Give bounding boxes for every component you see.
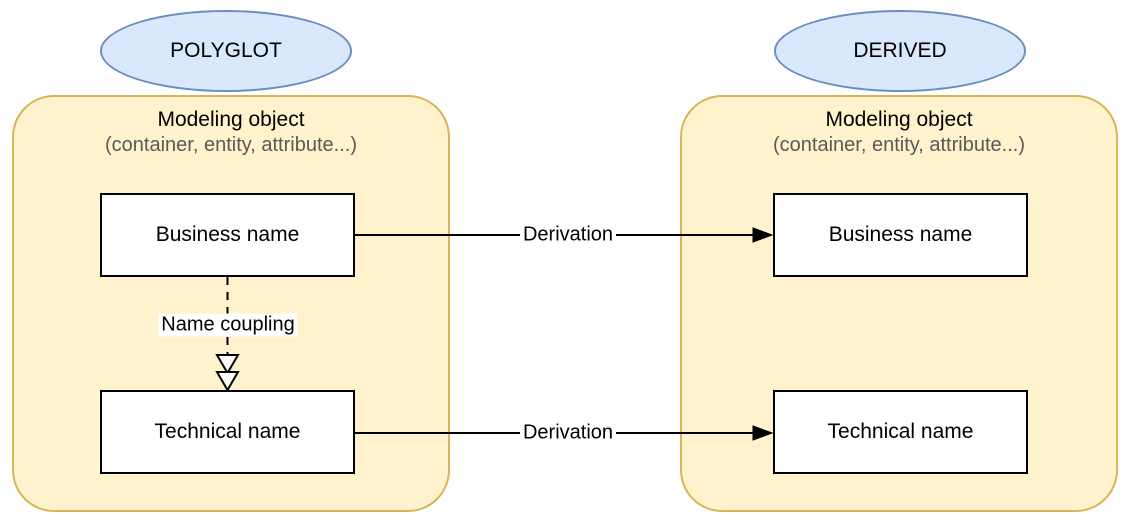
name-coupling-label: Name coupling	[158, 313, 298, 337]
derived-technical-name-box: Technical name	[773, 390, 1028, 474]
derived-business-name-label: Business name	[828, 223, 973, 246]
derived-business-name-box: Business name	[773, 193, 1028, 277]
polyglot-technical-name-box: Technical name	[100, 390, 355, 474]
name-coupling-arrow	[215, 277, 240, 392]
derived-container-subtitle: (container, entity, attribute...)	[773, 134, 1025, 156]
polyglot-ellipse-label: POLYGLOT	[170, 39, 282, 62]
business-derivation-arrowhead-icon	[752, 227, 774, 243]
polyglot-container-subtitle: (container, entity, attribute...)	[105, 134, 357, 156]
polyglot-container-title: Modeling object	[157, 108, 305, 131]
derived-ellipse: DERIVED	[774, 10, 1026, 92]
technical-derivation-label: Derivation	[519, 421, 617, 445]
polyglot-technical-name-label: Technical name	[154, 420, 301, 443]
polyglot-business-name-label: Business name	[155, 223, 300, 246]
derived-technical-name-label: Technical name	[827, 420, 974, 443]
name-coupling-open-arrowhead-icon	[215, 371, 240, 392]
polyglot-ellipse: POLYGLOT	[100, 10, 352, 92]
derived-ellipse-label: DERIVED	[853, 39, 947, 62]
polyglot-business-name-box: Business name	[100, 193, 355, 277]
business-derivation-label: Derivation	[519, 223, 617, 247]
name-coupling-open-arrowhead-icon	[215, 354, 240, 375]
technical-derivation-arrowhead-icon	[752, 425, 774, 441]
derived-container-title: Modeling object	[825, 108, 973, 131]
